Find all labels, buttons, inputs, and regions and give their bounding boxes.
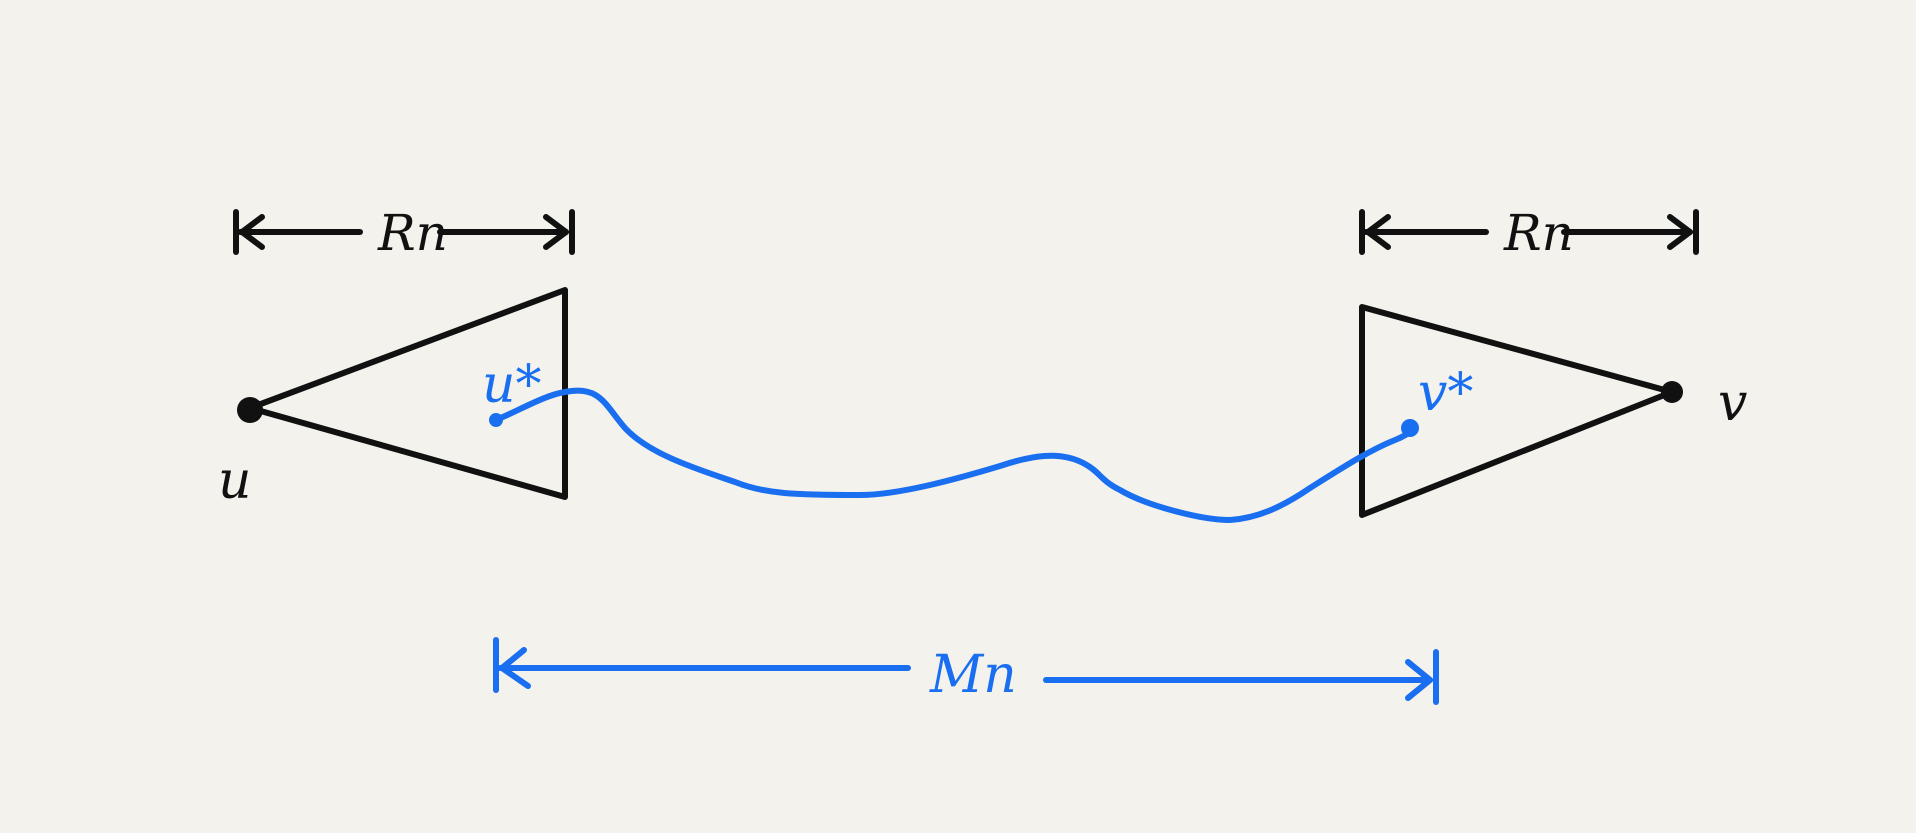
right-span-arrow: Rn xyxy=(1359,204,1699,262)
right-span-arrowhead-left xyxy=(1365,214,1391,250)
right-span-label: Rn xyxy=(1503,204,1574,262)
vertex-u-label: u xyxy=(218,451,252,511)
bottom-span-label: Mn xyxy=(929,645,1017,705)
bottom-span-arrowhead-left xyxy=(499,647,531,689)
vertex-v-label: v xyxy=(1718,373,1747,433)
left-span-label: Rn xyxy=(377,204,448,262)
vertex-v-dot xyxy=(1661,381,1683,403)
connecting-path: u* v* xyxy=(482,355,1473,523)
left-span-arrow: Rn xyxy=(233,204,575,262)
point-u-star-dot xyxy=(489,413,503,427)
vertex-u-dot xyxy=(237,397,263,423)
left-span-arrowhead-left xyxy=(239,214,265,250)
bottom-span-arrow: Mn xyxy=(493,637,1439,705)
point-v-star-dot xyxy=(1401,419,1419,437)
point-v-star-label: v* xyxy=(1418,363,1473,423)
left-span-arrowhead-right xyxy=(543,214,569,250)
point-u-star-label: u* xyxy=(482,355,542,415)
bottom-span-arrowhead-right xyxy=(1405,659,1433,701)
right-span-arrowhead-right xyxy=(1667,214,1693,250)
right-cone: v xyxy=(1359,304,1747,518)
right-triangle xyxy=(1359,304,1675,518)
wavy-path xyxy=(493,387,1416,523)
